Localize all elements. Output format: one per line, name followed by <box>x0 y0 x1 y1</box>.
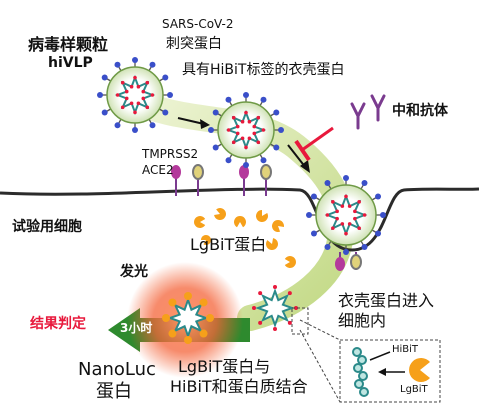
nanoluc-label-1: NanoLuc <box>78 359 156 380</box>
receptor-tmprss2-ace2 <box>171 164 362 271</box>
spike-label: 刺突蛋白 <box>166 36 222 52</box>
lgbit-icon <box>201 235 211 245</box>
lgbit-icon <box>266 238 279 250</box>
virus-particle-1 <box>97 57 173 133</box>
lgbit-icon <box>214 207 227 220</box>
three-hours-label: 3小时 <box>120 321 153 335</box>
enter-cell-label-1: 衣壳蛋白进入 <box>338 291 435 310</box>
enter-cell-label-2: 细胞内 <box>338 311 387 330</box>
tmprss2-label: TMPRSS2 <box>142 147 199 161</box>
inset-lgbit-label: LgBiT <box>400 384 428 395</box>
lgbit-icon <box>234 216 246 228</box>
sars-cov2-label: SARS-CoV-2 <box>162 17 234 31</box>
virus-particle-2 <box>208 92 284 168</box>
lgbit-icon <box>284 256 296 269</box>
virus-particles <box>97 57 386 344</box>
nanoluc-label-2: 蛋白 <box>96 381 132 402</box>
pathway-arrow-1 <box>177 117 205 125</box>
inset-hibit-arrow <box>369 351 391 361</box>
ace2-label: ACE2 <box>142 163 174 177</box>
entering-capsid <box>252 285 298 331</box>
inset-helix <box>352 347 369 397</box>
glow-label: 发光 <box>120 264 148 280</box>
lgbit-icon <box>194 216 206 228</box>
inhibition-line <box>301 126 334 152</box>
bind-label-2: HiBiT和蛋白质结合 <box>170 377 308 396</box>
inset-hibit-label: HiBiT <box>392 344 419 355</box>
result-label: 结果判定 <box>30 316 86 332</box>
virus-particle-3 <box>306 175 386 255</box>
bind-label-1: LgBiT蛋白与 <box>178 357 271 376</box>
antibody-icon <box>350 94 386 130</box>
hibit-shell-label: 具有HiBiT标签的衣壳蛋白 <box>182 62 345 78</box>
inset-lgbit-icon <box>409 358 430 382</box>
test-cell-label: 试验用细胞 <box>12 219 82 235</box>
hivlp-subtitle: hiVLP <box>48 55 93 71</box>
lgbit-icon <box>256 210 269 222</box>
lgbit-pieces <box>194 207 296 269</box>
hivlp-title: 病毒样颗粒 <box>28 35 109 54</box>
nanoluc-capsid <box>162 292 214 344</box>
neutralizing-antibody-label: 中和抗体 <box>392 103 448 119</box>
lgbit-icon <box>272 220 284 232</box>
lgbit-protein-label: LgBiT蛋白 <box>190 235 267 254</box>
